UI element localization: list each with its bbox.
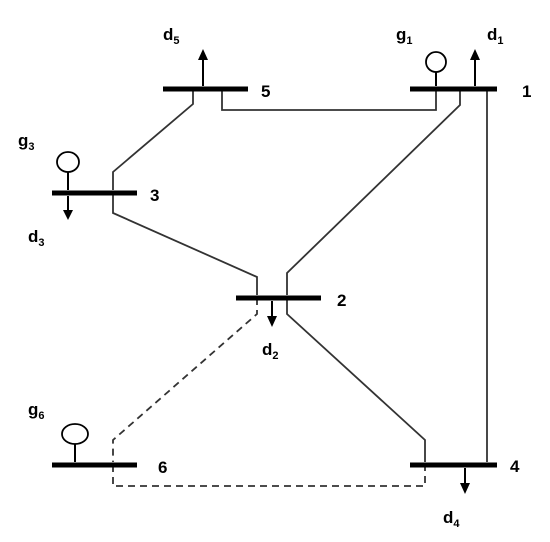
generator-g3-circle xyxy=(56,151,80,173)
load-label-d2: d2 xyxy=(262,340,279,362)
generator-labels: g1 g3 g6 xyxy=(18,25,413,422)
bus-labels: 1 2 3 4 5 6 xyxy=(150,82,531,477)
load-d3-arrow xyxy=(63,196,73,220)
generator-label-g6: g6 xyxy=(28,400,45,422)
bus-label-2: 2 xyxy=(337,291,346,310)
loads xyxy=(63,49,480,494)
bus-label-3: 3 xyxy=(150,186,159,205)
generator-g1-circle xyxy=(425,51,447,73)
generator-label-g3: g3 xyxy=(18,131,35,153)
load-d4-arrow xyxy=(460,468,470,494)
load-label-d5: d5 xyxy=(163,25,180,47)
buses xyxy=(52,86,497,468)
line-1-2 xyxy=(286,89,461,295)
generator-g1 xyxy=(425,51,447,86)
load-d1-arrow xyxy=(470,49,480,86)
generator-g3 xyxy=(56,151,80,190)
load-labels: d1 d2 d3 d4 d5 xyxy=(28,25,504,530)
load-label-d4: d4 xyxy=(443,508,460,530)
line-5-1 xyxy=(221,89,437,111)
line-2-6 xyxy=(112,298,258,462)
transmission-lines xyxy=(112,89,488,487)
load-d5-arrow xyxy=(198,49,208,86)
generators xyxy=(56,51,447,462)
generator-g6 xyxy=(61,423,89,462)
line-3-2 xyxy=(112,193,258,295)
bus-label-6: 6 xyxy=(158,458,167,477)
bus-label-5: 5 xyxy=(261,82,270,101)
line-5-3 xyxy=(112,89,194,190)
load-d2-arrow xyxy=(267,301,277,327)
bus-label-4: 4 xyxy=(510,457,520,476)
load-label-d1: d1 xyxy=(487,25,504,47)
generator-g6-circle xyxy=(61,423,89,445)
line-2-4 xyxy=(286,298,426,462)
load-label-d3: d3 xyxy=(28,227,45,249)
bus-label-1: 1 xyxy=(522,82,531,101)
generator-label-g1: g1 xyxy=(396,25,413,47)
